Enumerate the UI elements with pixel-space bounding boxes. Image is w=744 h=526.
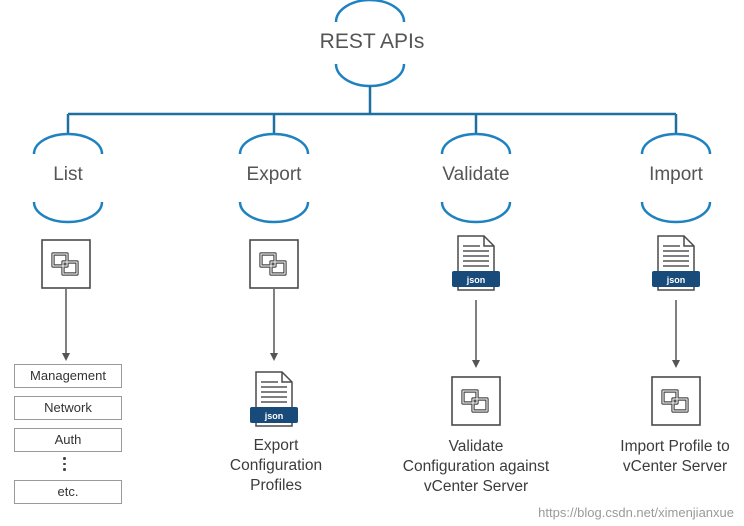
- caption-line: Import Profile to: [620, 438, 730, 455]
- caption-line: Validate: [448, 438, 504, 455]
- flow-arrows: [62, 289, 680, 368]
- root-label: REST APIs: [319, 30, 425, 53]
- category-network: Network: [14, 396, 122, 420]
- root-arc-top: [334, 0, 406, 23]
- list-arc-top: [32, 132, 104, 155]
- tree-connectors: [66, 86, 678, 135]
- root-arc-bottom: [334, 63, 406, 88]
- json-file-icon: json: [652, 235, 700, 291]
- json-badge-label: json: [264, 411, 284, 421]
- category-etc: etc.: [14, 480, 122, 504]
- caption-validate: Validate Configuration against vCenter S…: [386, 437, 566, 497]
- profile-icon: [451, 376, 501, 426]
- export-arc-top: [238, 132, 310, 155]
- branch-label-export: Export: [246, 164, 302, 185]
- json-badge-label: json: [466, 275, 486, 285]
- json-file-icon: json: [250, 371, 298, 427]
- caption-import: Import Profile to vCenter Server: [600, 437, 744, 477]
- category-auth: Auth: [14, 428, 122, 452]
- branch-arcs: [32, 132, 712, 224]
- json-badge-label: json: [666, 275, 686, 285]
- branch-label-validate: Validate: [442, 164, 510, 185]
- caption-line: vCenter Server: [622, 458, 728, 475]
- json-file-icon: json: [452, 235, 500, 291]
- import-arc-top: [640, 132, 712, 155]
- branch-label-import: Import: [649, 164, 703, 185]
- profile-icon: [651, 376, 701, 426]
- caption-line: Export: [253, 437, 299, 454]
- category-management: Management: [14, 364, 122, 388]
- validate-arc-bottom: [440, 201, 512, 224]
- category-ellipsis: [63, 457, 67, 474]
- caption-line: vCenter Server: [423, 478, 529, 495]
- validate-arc-top: [440, 132, 512, 155]
- profile-icon: [41, 239, 91, 289]
- export-arc-bottom: [238, 201, 310, 224]
- watermark: https://blog.csdn.net/ximenjianxue: [538, 505, 734, 520]
- caption-line: Profiles: [250, 477, 302, 494]
- list-arc-bottom: [32, 201, 104, 224]
- caption-line: Configuration: [229, 457, 323, 474]
- caption-export: Export Configuration Profiles: [196, 436, 356, 496]
- branch-label-list: List: [53, 164, 83, 185]
- profile-icon: [249, 239, 299, 289]
- caption-line: Configuration against: [402, 458, 550, 475]
- import-arc-bottom: [640, 201, 712, 224]
